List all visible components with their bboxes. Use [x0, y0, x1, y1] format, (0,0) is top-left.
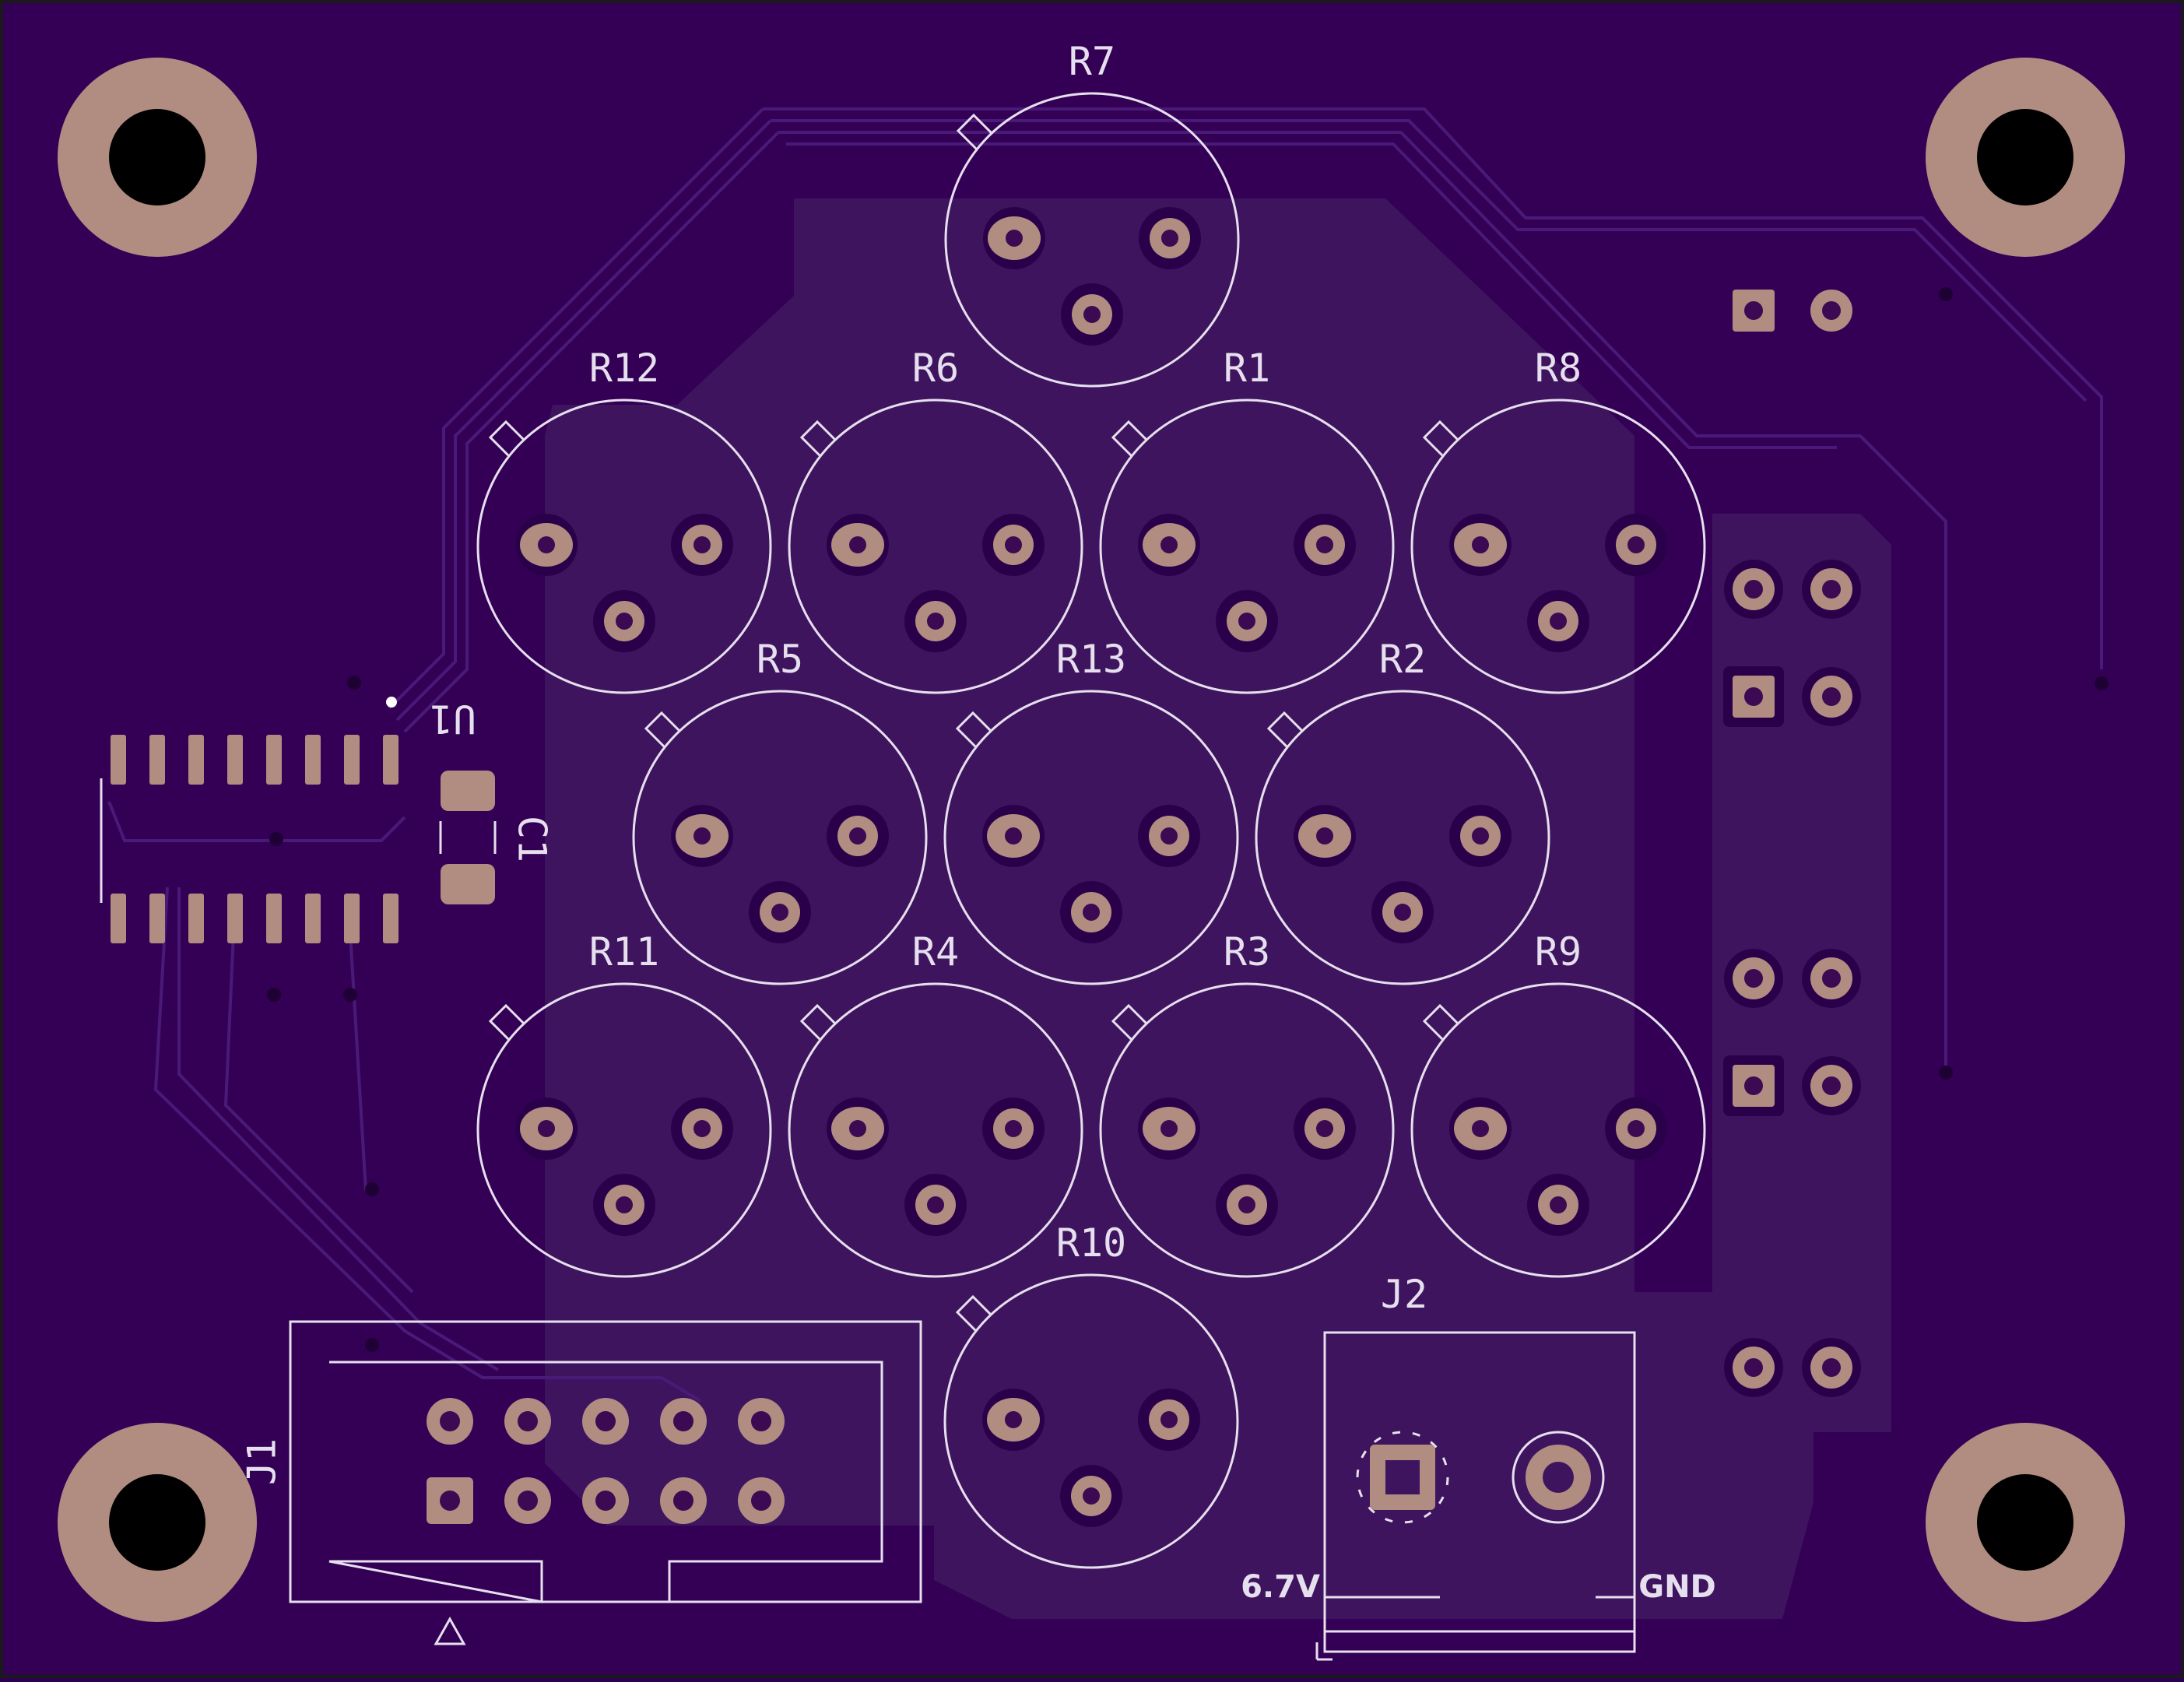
sensor-label: R1 — [1224, 346, 1270, 391]
mounting-hole-top-right — [1926, 58, 2125, 257]
sensor-r13: R13 — [943, 637, 1239, 985]
sensor-label: R13 — [1056, 637, 1126, 682]
sensor-label: R11 — [589, 929, 659, 974]
sensor-r10: R10 — [943, 1220, 1239, 1569]
sensor-r12: R12 — [476, 346, 772, 694]
u1-label: U1 — [430, 697, 476, 742]
sensor-label: R10 — [1056, 1220, 1126, 1266]
pad-pair-c — [1724, 1338, 1861, 1397]
pad-pair-a2 — [1723, 666, 1861, 727]
sensor-r4: R4 — [788, 929, 1083, 1278]
mounting-hole-top-left — [58, 58, 257, 257]
copper-traces — [107, 107, 2103, 1403]
sensor-r7: R7 — [944, 39, 1240, 388]
mounting-hole-bottom-right — [1926, 1423, 2125, 1622]
j2-gnd-label: GND — [1638, 1569, 1716, 1605]
sensor-label: R6 — [912, 346, 959, 391]
sensor-r6: R6 — [788, 346, 1083, 694]
sensor-r9: R9 — [1410, 929, 1706, 1278]
sensor-r8: R8 — [1410, 346, 1706, 694]
mounting-hole-bottom-left — [58, 1423, 257, 1622]
sensor-label: R12 — [589, 346, 659, 391]
sensor-label: R3 — [1224, 929, 1270, 974]
sensor-label: R2 — [1379, 637, 1426, 682]
sensor-label: R4 — [912, 929, 959, 974]
pad-pair-a1 — [1724, 560, 1861, 619]
mounting-holes — [58, 58, 2125, 1622]
pad-pair-top — [1733, 290, 1852, 332]
c1-label: C1 — [510, 816, 555, 862]
pad-pair-b2 — [1723, 1055, 1861, 1116]
sensor-r11: R11 — [476, 929, 772, 1278]
sensor-label: R5 — [757, 637, 803, 682]
sensor-r2: R2 — [1255, 637, 1550, 985]
right-header-pads — [1723, 290, 1861, 1397]
sensor-r5: R5 — [632, 637, 928, 985]
vias — [267, 287, 2109, 1352]
j2-label: J2 — [1381, 1272, 1427, 1317]
sensor-r1: R1 — [1099, 346, 1395, 694]
sensor-label: R7 — [1069, 39, 1115, 84]
j1-connector: J1 — [240, 1320, 922, 1645]
sensor-label: R8 — [1535, 346, 1582, 391]
sensor-r3: R3 — [1099, 929, 1395, 1278]
sensor-label: R9 — [1535, 929, 1582, 974]
u1-footprint: U1 — [100, 697, 476, 943]
j1-label: J1 — [240, 1438, 285, 1485]
j2-connector: J2 6.7V GND — [1241, 1272, 1716, 1661]
c1-footprint: C1 — [439, 771, 555, 904]
j2-voltage-label: 6.7V — [1241, 1569, 1320, 1605]
pad-pair-b1 — [1724, 949, 1861, 1008]
